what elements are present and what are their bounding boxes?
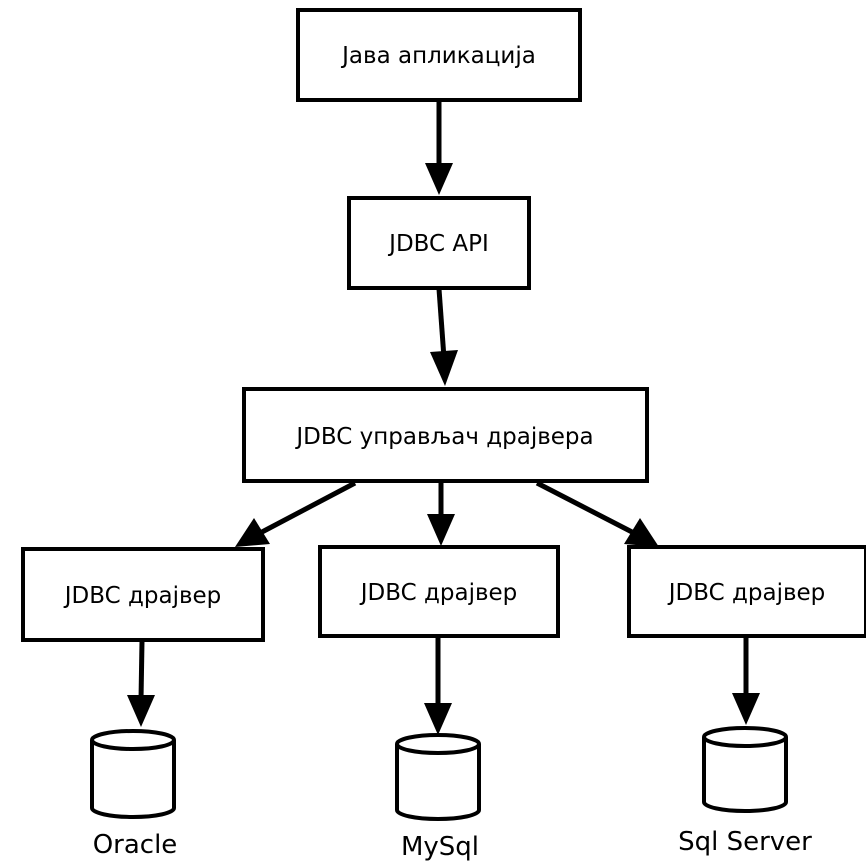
sqlserver-driver-box	[627, 545, 866, 638]
box-labels: Јава апликација JDBC API JDBC управљач д…	[63, 43, 826, 609]
arrowhead-api-to-manager	[430, 350, 458, 386]
api-box	[347, 196, 531, 290]
arrowheads	[127, 163, 760, 735]
connectors	[138, 101, 749, 708]
mysql-driver-label: JDBC драјвер	[359, 580, 518, 606]
arrow-manager-to-oracle-driver	[260, 480, 357, 535]
arrowhead-mysql-driver-to-db	[424, 703, 452, 735]
manager-box	[242, 387, 649, 483]
database-mysql	[395, 733, 481, 821]
sqlserver-driver-label: JDBC драјвер	[667, 580, 826, 606]
arrowhead-manager-to-oracle-driver	[235, 518, 270, 547]
cylinder-top	[702, 726, 788, 748]
cylinder-icon	[702, 737, 788, 813]
sqlserver-label: Sql Server	[678, 827, 812, 857]
api-label: JDBC API	[387, 231, 489, 257]
oracle-label: Oracle	[93, 830, 178, 860]
manager-label: JDBC управљач драјвера	[294, 424, 593, 450]
arrowhead-manager-to-sqlserver-driver	[624, 518, 659, 547]
arrowhead-oracle-driver-to-db	[127, 695, 155, 727]
database-oracle	[90, 729, 176, 819]
cylinder-top	[90, 729, 176, 751]
app-label: Јава апликација	[340, 43, 536, 69]
oracle-driver-label: JDBC драјвер	[63, 583, 222, 609]
database-sqlserver	[702, 726, 788, 813]
arrow-oracle-driver-to-db	[138, 640, 145, 701]
cylinder-top	[395, 733, 481, 755]
arrowhead-app-to-api	[425, 163, 453, 195]
mysql-driver-box	[318, 545, 560, 638]
arrowhead-sqlserver-driver-to-db	[732, 693, 760, 725]
arrow-api-to-manager	[436, 288, 447, 359]
arrow-manager-to-sqlserver-driver	[535, 480, 634, 535]
cylinder-icon	[90, 740, 176, 819]
database-labels: Oracle MySql Sql Server	[93, 827, 812, 862]
arrowhead-manager-to-mysql-driver	[427, 514, 455, 546]
boxes	[21, 8, 866, 642]
app-box	[296, 8, 582, 102]
mysql-label: MySql	[401, 832, 479, 862]
cylinder-icon	[395, 744, 481, 821]
oracle-driver-box	[21, 547, 265, 642]
